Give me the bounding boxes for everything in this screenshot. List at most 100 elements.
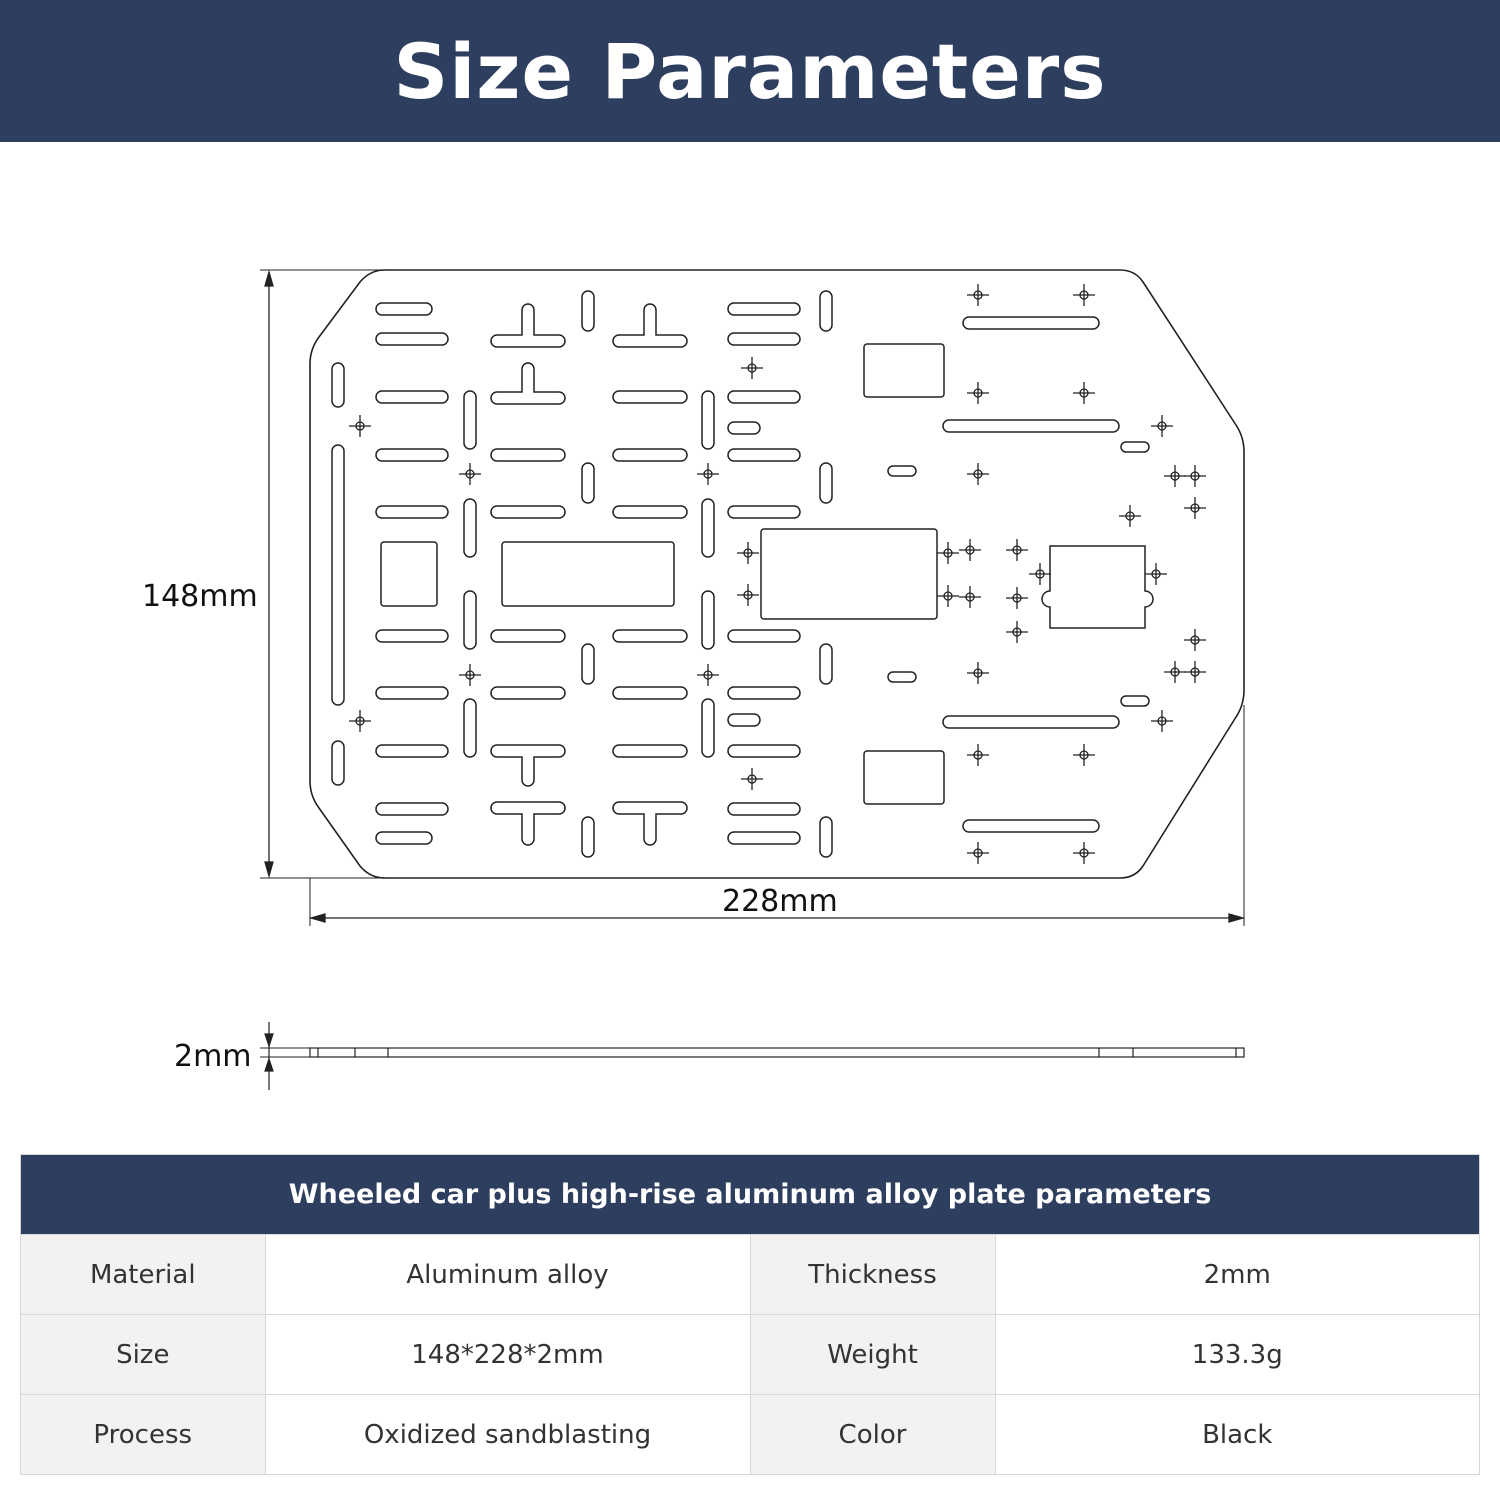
slot-hole	[375, 302, 433, 316]
side-view	[260, 1022, 1245, 1090]
slot-hole	[331, 362, 345, 408]
param-label: Material	[21, 1234, 266, 1315]
slot-hole	[490, 686, 566, 700]
slot-hole	[727, 629, 801, 643]
slot-hole	[612, 744, 688, 758]
t-slot-hole	[490, 362, 566, 405]
table-row: Material Aluminum alloy Thickness 2mm	[21, 1234, 1479, 1315]
mounting-hole-marks	[349, 284, 1206, 864]
slot-hole	[490, 505, 566, 519]
slot-hole	[581, 462, 595, 504]
slot-hole	[942, 419, 1120, 433]
slot-hole	[375, 505, 449, 519]
height-label: 148mm	[142, 579, 258, 614]
slot-hole	[727, 802, 801, 816]
parameters-title: Wheeled car plus high-rise aluminum allo…	[21, 1155, 1479, 1234]
parameters-grid: Material Aluminum alloy Thickness 2mm Si…	[21, 1234, 1479, 1474]
slot-hole	[727, 713, 761, 727]
t-slot-hole	[612, 801, 688, 846]
slot-hole	[727, 332, 801, 346]
slot-hole	[727, 302, 801, 316]
width-dimension	[308, 705, 1246, 926]
slot-hole	[612, 390, 688, 404]
param-value: 148*228*2mm	[265, 1314, 751, 1395]
slot-hole	[727, 505, 801, 519]
slot-hole	[887, 465, 917, 477]
slot-hole	[819, 462, 833, 504]
slot-hole	[701, 390, 715, 450]
page-title: Size Parameters	[393, 26, 1107, 116]
param-label: Process	[21, 1394, 266, 1474]
slot-hole	[819, 290, 833, 332]
slot-hole	[727, 686, 801, 700]
t-slot-hole	[490, 303, 566, 348]
slot-hole	[375, 744, 449, 758]
slot-hole	[581, 643, 595, 685]
slot-hole	[727, 421, 761, 435]
slot-hole	[463, 590, 477, 650]
plate-holes	[331, 290, 1154, 858]
width-label: 228mm	[722, 884, 838, 919]
slot-hole	[331, 444, 345, 706]
param-value: Black	[995, 1394, 1479, 1474]
slot-hole	[962, 819, 1100, 833]
table-row: Size 148*228*2mm Weight 133.3g	[21, 1314, 1479, 1395]
slot-hole	[701, 590, 715, 650]
slot-hole	[375, 332, 449, 346]
slot-hole	[727, 744, 801, 758]
cutout-hole	[1041, 545, 1154, 629]
slot-hole	[612, 448, 688, 462]
parameters-table: Wheeled car plus high-rise aluminum allo…	[20, 1154, 1480, 1475]
slot-hole	[490, 629, 566, 643]
slot-hole	[463, 698, 477, 758]
t-slot-hole	[612, 303, 688, 348]
slot-hole	[375, 448, 449, 462]
slot-hole	[612, 629, 688, 643]
cutout-hole	[380, 541, 438, 607]
thickness-label: 2mm	[174, 1039, 252, 1074]
plate-drawing: 148mm 228mm 2mm	[142, 269, 1246, 1090]
slot-hole	[581, 816, 595, 858]
cutout-hole	[863, 750, 945, 805]
cutout-hole	[501, 541, 675, 607]
param-value: 2mm	[995, 1234, 1479, 1315]
param-label: Color	[750, 1394, 996, 1474]
slot-hole	[375, 390, 449, 404]
slot-hole	[375, 686, 449, 700]
slot-hole	[727, 448, 801, 462]
slot-hole	[581, 290, 595, 332]
slot-hole	[463, 498, 477, 558]
slot-hole	[727, 390, 801, 404]
cutout-hole	[863, 343, 945, 398]
param-value: Oxidized sandblasting	[265, 1394, 751, 1474]
slot-hole	[962, 316, 1100, 330]
slot-hole	[490, 448, 566, 462]
slot-hole	[887, 671, 917, 683]
slot-hole	[942, 715, 1120, 729]
slot-hole	[375, 629, 449, 643]
slot-hole	[701, 698, 715, 758]
slot-hole	[819, 643, 833, 685]
param-value: Aluminum alloy	[265, 1234, 751, 1315]
param-label: Size	[21, 1314, 266, 1395]
cutout-hole	[760, 528, 938, 620]
slot-hole	[463, 390, 477, 450]
slot-hole	[1120, 695, 1150, 707]
t-slot-hole	[490, 801, 566, 846]
param-value: 133.3g	[995, 1314, 1479, 1395]
table-row: Process Oxidized sandblasting Color Blac…	[21, 1394, 1479, 1474]
height-dimension	[260, 269, 385, 879]
slot-hole	[727, 831, 801, 845]
slot-hole	[375, 802, 449, 816]
t-slot-hole	[490, 744, 566, 787]
header-banner: Size Parameters	[0, 0, 1500, 142]
slot-hole	[612, 505, 688, 519]
slot-hole	[1120, 441, 1150, 453]
param-label: Weight	[750, 1314, 996, 1395]
slot-hole	[819, 816, 833, 858]
plate-outline	[309, 269, 1245, 879]
param-label: Thickness	[750, 1234, 996, 1315]
slot-hole	[612, 686, 688, 700]
slot-hole	[375, 831, 433, 845]
slot-hole	[331, 740, 345, 786]
